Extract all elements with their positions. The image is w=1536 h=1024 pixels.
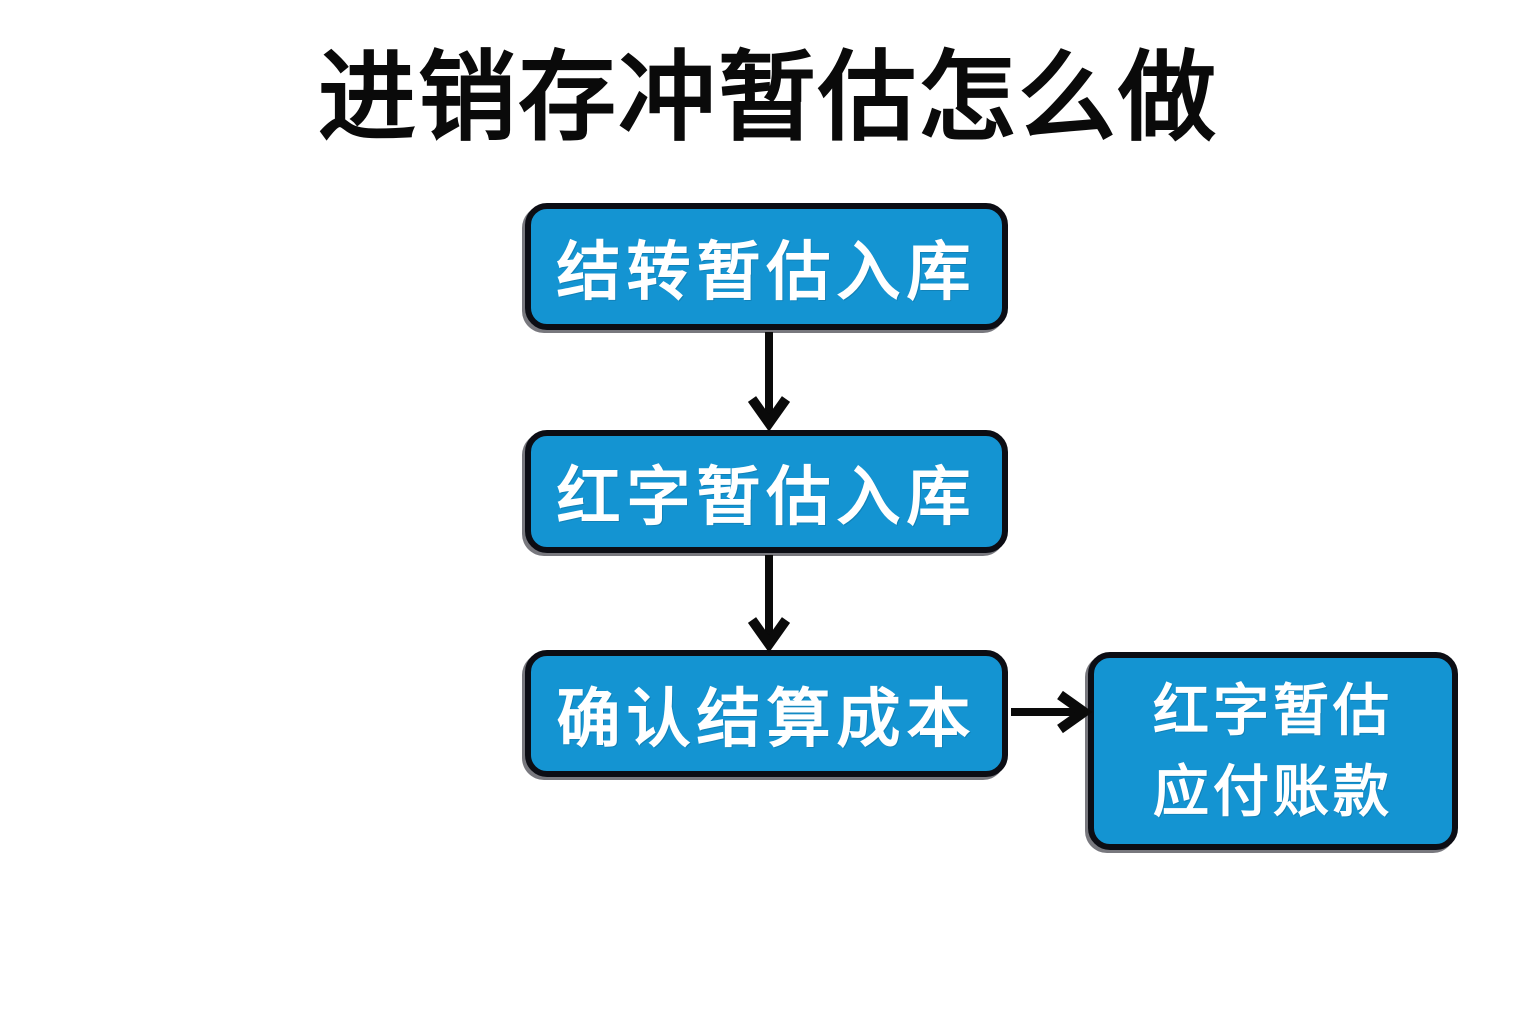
node-label: 结转暂估入库 [556, 235, 977, 308]
flow-node-confirm-settlement-cost: 确认结算成本 [525, 650, 1008, 777]
node-label: 红字暂估入库 [556, 460, 977, 533]
arrow-down-step1-to-step2 [747, 332, 791, 432]
arrow-down-step2-to-step3 [747, 555, 791, 653]
page-title: 进销存冲暂估怎么做 [317, 42, 1218, 152]
flow-node-carryover-provisional-inbound: 结转暂估入库 [525, 203, 1008, 330]
node-label: 确认结算成本 [556, 682, 977, 755]
arrow-right-step3-to-step4 [1011, 690, 1093, 734]
flow-node-red-letter-provisional-inbound: 红字暂估入库 [525, 430, 1008, 553]
node-label: 红字暂估 应付账款 [1153, 678, 1393, 823]
flow-node-red-letter-provisional-accounts-payable: 红字暂估 应付账款 [1088, 652, 1458, 850]
